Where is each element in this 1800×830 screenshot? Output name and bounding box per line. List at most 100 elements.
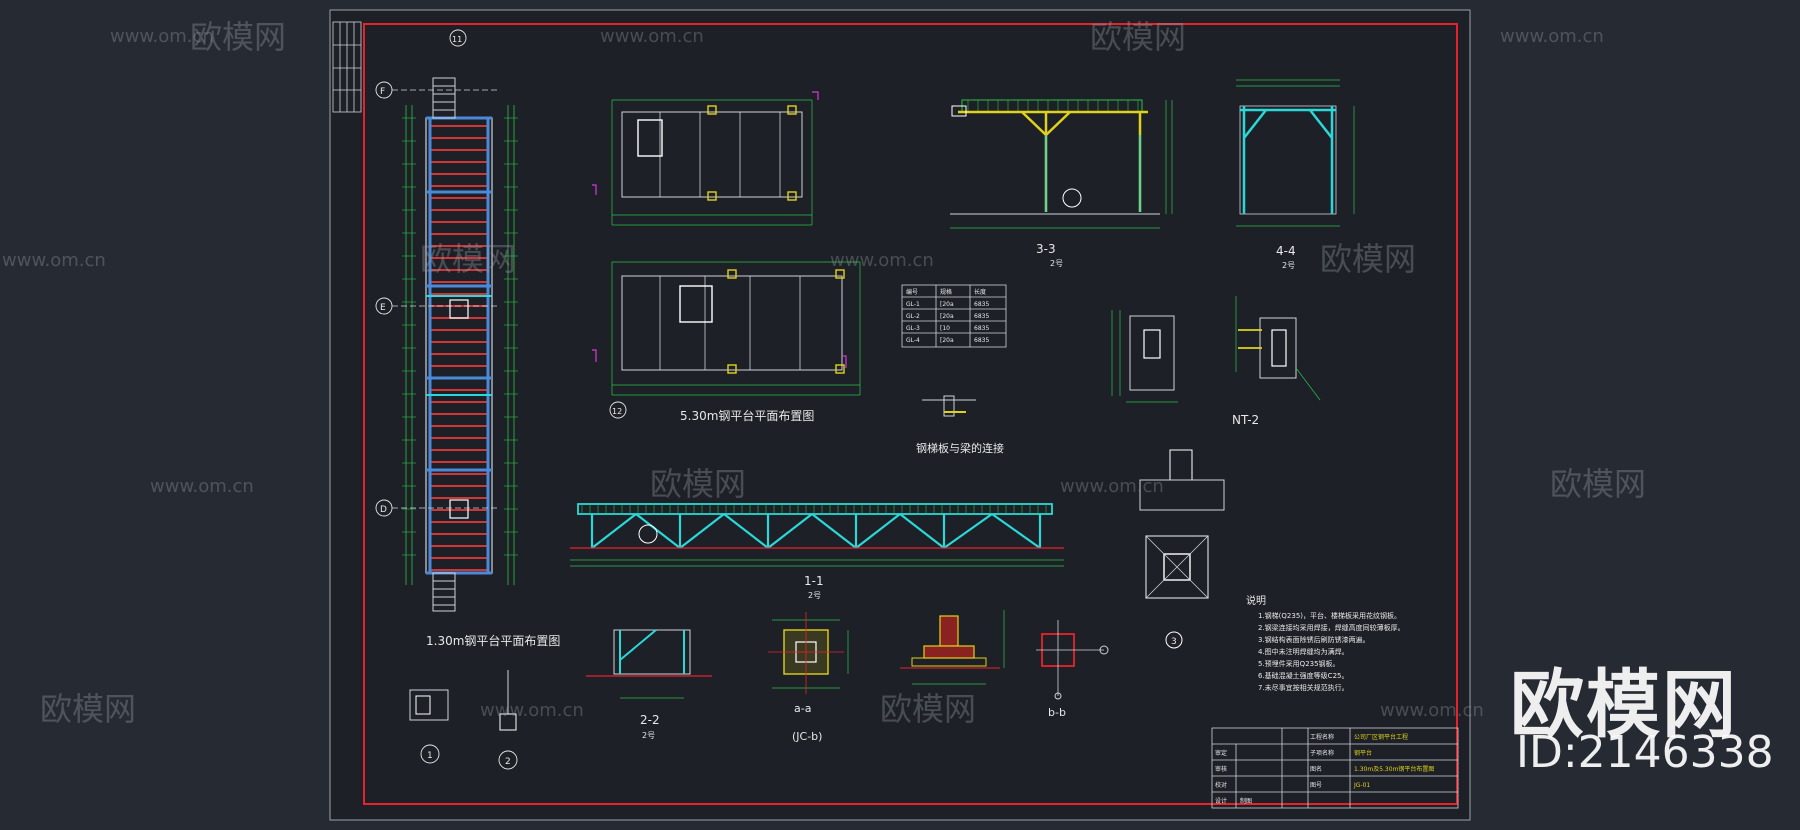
note-line: 4.图中未注明焊缝均为满焊。 <box>1258 647 1349 656</box>
axis-label: E <box>380 303 386 313</box>
table-header-cell: 规格 <box>940 288 952 296</box>
watermark-site: www.om.cn <box>2 250 106 271</box>
axis-label: 11 <box>452 35 462 44</box>
watermark-brand-large: 欧模网 <box>1510 662 1738 748</box>
node-nt2-drawing <box>1235 296 1321 401</box>
section-2-2-title: 2-2 <box>640 713 660 727</box>
section-a-a-title: a-a <box>794 702 811 715</box>
title-block-label: 制图 <box>1240 797 1252 805</box>
note-line: 7.未尽事宜按相关规范执行。 <box>1258 683 1349 692</box>
node-nt2-title: NT-2 <box>1232 413 1259 427</box>
watermark-site: www.om.cn <box>150 476 254 497</box>
watermark-brand: 欧模网 <box>650 465 746 503</box>
watermark-site: www.om.cn <box>480 700 584 721</box>
section-b-b-title: b-b <box>1048 706 1066 719</box>
plan-530-upper <box>592 91 819 226</box>
watermark-brand: 欧模网 <box>1320 240 1416 278</box>
title-block-label: 审核 <box>1215 765 1227 773</box>
table-cell: [10 <box>940 325 950 332</box>
revision-stub <box>332 21 362 113</box>
watermark-site: www.om.cn <box>1500 26 1604 47</box>
plan-530-lower <box>592 261 861 396</box>
footing-jcb-drawing <box>900 610 1005 685</box>
watermark-site: www.om.cn <box>1060 476 1164 497</box>
watermark-brand: 欧模网 <box>190 18 286 56</box>
table-cell: GL-2 <box>906 313 920 320</box>
scale-label: 2号 <box>808 591 821 600</box>
detail-circle-label: 2 <box>505 757 511 767</box>
watermark-brand: 欧模网 <box>420 240 516 278</box>
watermark-brand: 欧模网 <box>1550 465 1646 503</box>
plan-530-title: 5.30m钢平台平面布置图 <box>680 408 814 423</box>
section-4-4-title: 4-4 <box>1276 244 1296 258</box>
axis-label: F <box>380 87 385 97</box>
table-cell: 6835 <box>974 313 989 320</box>
detail-1-2-drawings <box>409 670 517 731</box>
title-block-label: 图号 <box>1310 782 1322 789</box>
watermark-site: www.om.cn <box>110 26 214 47</box>
title-block-project: 公司厂区钢平台工程 <box>1354 733 1408 741</box>
table-cell: 6835 <box>974 337 989 344</box>
column-b-b-drawing <box>1036 620 1109 700</box>
title-block-drawing-name: 1.30m及5.30m钢平台布置图 <box>1354 765 1434 773</box>
detail-circle-label: 1 <box>427 751 433 761</box>
watermark-brand: 欧模网 <box>880 690 976 728</box>
general-notes: 说明 1.钢梯(Q235)，平台、楼梯板采用花纹钢板。 2.钢梁连接均采用焊接，… <box>1246 594 1405 692</box>
notes-heading: 说明 <box>1246 594 1266 607</box>
section-2-2-drawing <box>586 629 712 699</box>
watermark-site: www.om.cn <box>1380 700 1484 721</box>
table-cell: GL-1 <box>906 301 920 308</box>
title-block-text: 审定 审核 校对 设计 制图 工程名称 子项名称 图名 图号 公司厂区钢平台工程… <box>1215 733 1434 805</box>
scale-label: 2号 <box>642 731 655 740</box>
watermark-brand: 欧模网 <box>1090 18 1186 56</box>
beam-connection-detail <box>922 395 976 417</box>
title-block <box>1211 727 1459 809</box>
title-block-label: 图名 <box>1310 765 1322 773</box>
node-plate-detail <box>1111 310 1178 403</box>
title-block-label: 审定 <box>1215 749 1227 757</box>
title-block-item: 钢平台 <box>1354 749 1372 757</box>
watermark-id: ID:2146338 <box>1516 727 1774 778</box>
drawing-sheet <box>329 9 1471 821</box>
table-header-cell: 编号 <box>906 288 918 296</box>
axis-label: D <box>380 505 387 515</box>
footing-jcb-title: (JC-b) <box>792 730 822 743</box>
table-cell: GL-4 <box>906 337 920 344</box>
beam-connection-title: 钢梯板与梁的连接 <box>916 441 1004 455</box>
note-line: 6.基础混凝土强度等级C25。 <box>1258 671 1348 680</box>
title-block-label: 校对 <box>1215 781 1227 789</box>
truss-elevation-1-1 <box>570 503 1064 567</box>
section-3-3-drawing <box>950 99 1173 229</box>
title-block-label: 设计 <box>1215 797 1227 805</box>
watermark-site: www.om.cn <box>830 250 934 271</box>
title-block-label: 工程名称 <box>1310 733 1334 741</box>
title-block-number: JG-01 <box>1353 782 1370 789</box>
section-1-1-title: 1-1 <box>804 574 824 588</box>
watermark-site: www.om.cn <box>600 26 704 47</box>
plan-130-title: 1.30m钢平台平面布置图 <box>426 633 560 648</box>
plan-130-drawing <box>392 77 518 612</box>
table-cell: [20a <box>940 337 954 344</box>
note-line: 1.钢梯(Q235)，平台、楼梯板采用花纹钢板。 <box>1258 611 1401 620</box>
axis-bubbles: F E D 11 12 <box>375 29 627 517</box>
material-table <box>901 284 1007 348</box>
table-cell: 6835 <box>974 325 989 332</box>
note-line: 2.钢梁连接均采用焊接，焊缝高度同较薄板厚。 <box>1258 623 1405 632</box>
column-base-detail <box>1139 449 1225 649</box>
section-3-3-title: 3-3 <box>1036 242 1056 256</box>
note-line: 5.预埋件采用Q235钢板。 <box>1258 659 1340 668</box>
table-cell: [20a <box>940 313 954 320</box>
note-line: 3.钢结构表面除锈后刷防锈漆两遍。 <box>1258 635 1370 644</box>
detail-circle-label: 3 <box>1171 637 1177 647</box>
detail-circles: 1 2 3 <box>420 637 1177 770</box>
table-cell: GL-3 <box>906 325 920 332</box>
table-header-cell: 长度 <box>974 288 986 296</box>
scale-label: 2号 <box>1050 259 1063 268</box>
material-table-text: 编号 规格 长度 GL-1 [20a 6835 GL-2 [20a 6835 G… <box>906 288 989 344</box>
scale-label: 2号 <box>1282 261 1295 270</box>
sheet-border <box>363 23 1458 805</box>
axis-label: 12 <box>612 407 622 416</box>
